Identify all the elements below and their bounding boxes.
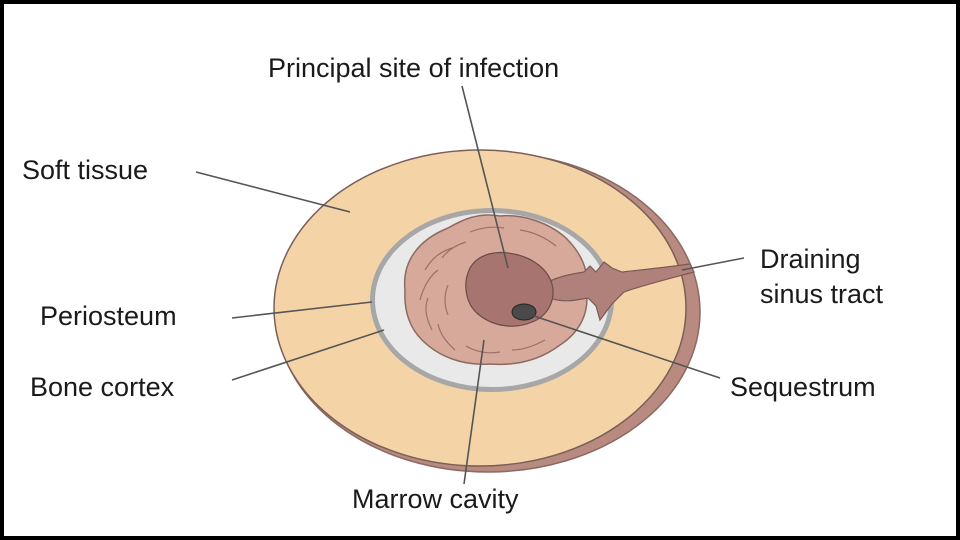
label-marrow-cavity: Marrow cavity (352, 484, 519, 514)
leader-draining-sinus (682, 258, 744, 270)
label-periosteum: Periosteum (40, 301, 177, 331)
label-sequestrum: Sequestrum (730, 372, 876, 402)
label-draining-line2: sinus tract (760, 279, 884, 309)
leader-soft-tissue (196, 172, 350, 212)
label-soft-tissue: Soft tissue (22, 155, 148, 185)
sequestrum (512, 304, 536, 320)
label-principal-site: Principal site of infection (268, 53, 559, 83)
label-bone-cortex: Bone cortex (30, 372, 175, 402)
label-draining-line1: Draining (760, 244, 861, 274)
